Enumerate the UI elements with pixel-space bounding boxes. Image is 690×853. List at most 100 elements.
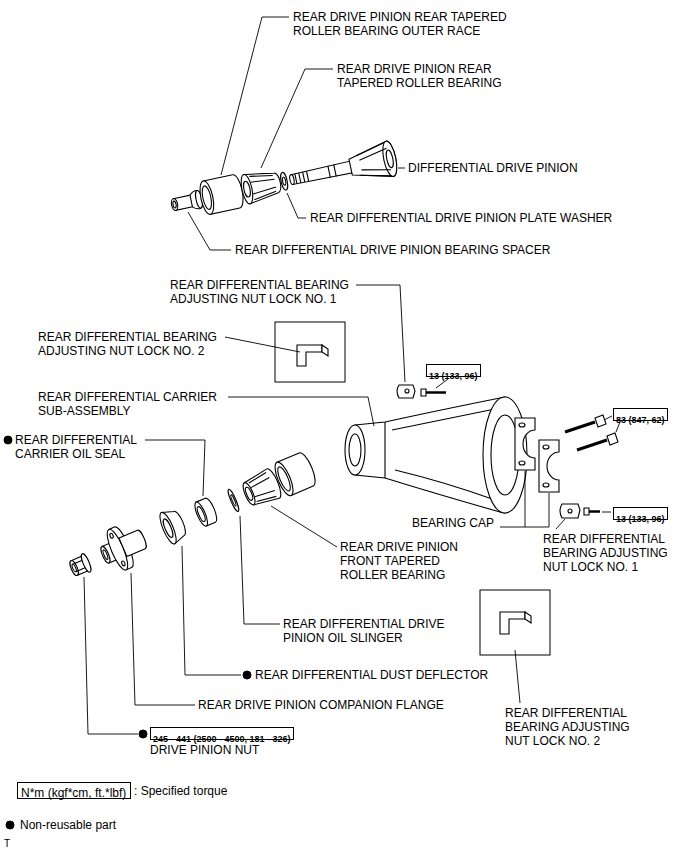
oil-seal-shape [192, 501, 210, 528]
leader-lines-shape [182, 546, 241, 675]
part-name: REAR DIFFERENTIAL CARRIER OIL SEAL [15, 433, 165, 461]
torque-box: 245 - 441 (2500 - 4500, 181 - 326) [150, 727, 294, 740]
carrier-housing-shape [349, 434, 361, 466]
bearing-caps [515, 418, 559, 492]
non-reusable-dots-shape [6, 821, 14, 829]
drive-pinion-shape [385, 149, 395, 168]
detail-frames-shape [297, 345, 322, 366]
part-name: REAR DIFFERENTIAL DRIVE PINION PLATE WAS… [310, 211, 612, 225]
leader-lines-shape [225, 337, 300, 352]
adjusting-nut-lock-shape [560, 504, 580, 518]
non-reusable-dots-shape [243, 671, 251, 679]
torque-unit: N*m (kgf*cm, ft.*lbf) [18, 786, 129, 801]
leader-lines [84, 17, 620, 734]
detail-frames-shape [275, 322, 345, 382]
drive-pinion-nut [68, 553, 93, 579]
bearing-spacer-shape [172, 201, 176, 208]
leader-lines-shape [556, 519, 565, 529]
dust-deflector-shape [161, 518, 174, 539]
torque-value: 13 (133, 96) [614, 514, 667, 525]
front-pinion-assembly [63, 447, 320, 589]
front-bearing-shape [244, 486, 254, 501]
leader-lines-shape [500, 471, 549, 527]
leader-lines-shape [356, 285, 405, 382]
leader-lines-shape [145, 440, 205, 496]
part-name: REAR DRIVE PINION COMPANION FLANGE [198, 698, 444, 712]
bearing-caps-shape [515, 418, 535, 470]
part-name: REAR DRIVE PINION REAR TAPERED ROLLER BE… [337, 62, 537, 90]
torque-box: 83 (847, 62) [613, 408, 668, 421]
torque-box: 13 (133, 96) [613, 507, 668, 520]
cap-bolts-shape [607, 433, 618, 445]
plate-washer [279, 172, 289, 191]
drive-pinion-shape [295, 165, 337, 185]
dust-deflector [157, 506, 190, 546]
lock-bolts-shape [426, 391, 446, 394]
cap-bolts-shape [577, 440, 607, 450]
part-name: REAR DIFFERENTIAL DUST DEFLECTOR [255, 668, 488, 682]
oil-seal [192, 497, 219, 528]
rear-bearing [239, 167, 283, 204]
leader-lines-shape [188, 212, 231, 250]
drive-pinion-shape [355, 142, 392, 182]
drive-pinion-shape [289, 174, 295, 185]
adjusting-nut-lock-shape [405, 389, 409, 393]
oil-slinger [226, 488, 240, 512]
leader-lines-shape [261, 69, 333, 168]
leader-lines-shape [602, 512, 611, 513]
companion-flange-shape [119, 529, 148, 556]
carrier-housing-shape [345, 425, 365, 475]
drive-pinion-nut-shape [79, 553, 92, 574]
leader-lines-shape [131, 573, 195, 705]
part-name: REAR DIFFERENTIAL BEARING ADJUSTING NUT … [543, 532, 683, 574]
part-name: REAR DIFFERENTIAL DRIVE PINION BEARING S… [235, 243, 550, 257]
bearing-spacer-shape [170, 198, 178, 211]
torque-value: 13 (133, 96) [427, 371, 480, 382]
cap-bolts-shape [565, 422, 595, 432]
bearing-spacer [170, 190, 204, 214]
front-outer-race-shape [275, 465, 293, 492]
drive-pinion-shape [291, 161, 354, 186]
outer-race-shape [197, 180, 216, 216]
front-outer-race-shape [271, 460, 296, 498]
part-name: BEARING CAP [412, 516, 494, 530]
leader-lines-shape [398, 168, 405, 169]
carrier-housing-shape [385, 409, 495, 500]
plate-washer-shape [279, 172, 289, 191]
companion-flange [94, 518, 153, 576]
bearing-caps-shape [519, 461, 525, 465]
dust-deflector-shape [157, 511, 179, 546]
lock-bolts-shape [421, 389, 426, 396]
outer-race [197, 174, 245, 216]
part-name: REAR DIFFERENTIAL DRIVE PINION OIL SLING… [283, 617, 473, 645]
lock-bolts-shape [589, 510, 600, 513]
leader-lines-shape [228, 397, 374, 426]
cap-bolts [565, 415, 618, 450]
part-name: DRIVE PINION NUT [150, 743, 259, 757]
detail-frames-shape [322, 345, 328, 356]
companion-flange-shape [121, 561, 126, 567]
leader-lines-shape [240, 516, 280, 624]
part-name: REAR DIFFERENTIAL BEARING ADJUSTING NUT … [170, 278, 380, 306]
torque-box: 13 (133, 96) [426, 364, 481, 377]
bearing-caps-shape [519, 423, 525, 427]
lock-bolts [421, 389, 600, 515]
detail-frames-shape [500, 612, 525, 634]
plate-washer-shape [282, 177, 287, 185]
torque-value: 83 (847, 62) [614, 415, 667, 426]
part-name: REAR DIFFERENTIAL BEARING ADJUSTING NUT … [38, 330, 248, 358]
part-name: REAR DIFFERENTIAL CARRIER SUB-ASSEMBLY [38, 390, 238, 418]
part-name: DIFFERENTIAL DRIVE PINION [408, 161, 578, 175]
legend-text: : Specified torque [134, 784, 227, 798]
cap-bolts-shape [595, 415, 606, 427]
unit-key-box: N*m (kgf*cm, ft.*lbf) [17, 782, 131, 799]
figure-code: T [4, 838, 10, 850]
adjusting-nut-lock-shape [397, 385, 415, 398]
adjusting-nut-lock [397, 385, 580, 518]
part-name: REAR DIFFERENTIAL BEARING ADJUSTING NUT … [505, 706, 650, 748]
outer-race-shape [200, 185, 213, 210]
drive-pinion-assembly [168, 140, 399, 223]
detail-frames-shape [525, 612, 531, 623]
drive-pinion [286, 140, 399, 198]
